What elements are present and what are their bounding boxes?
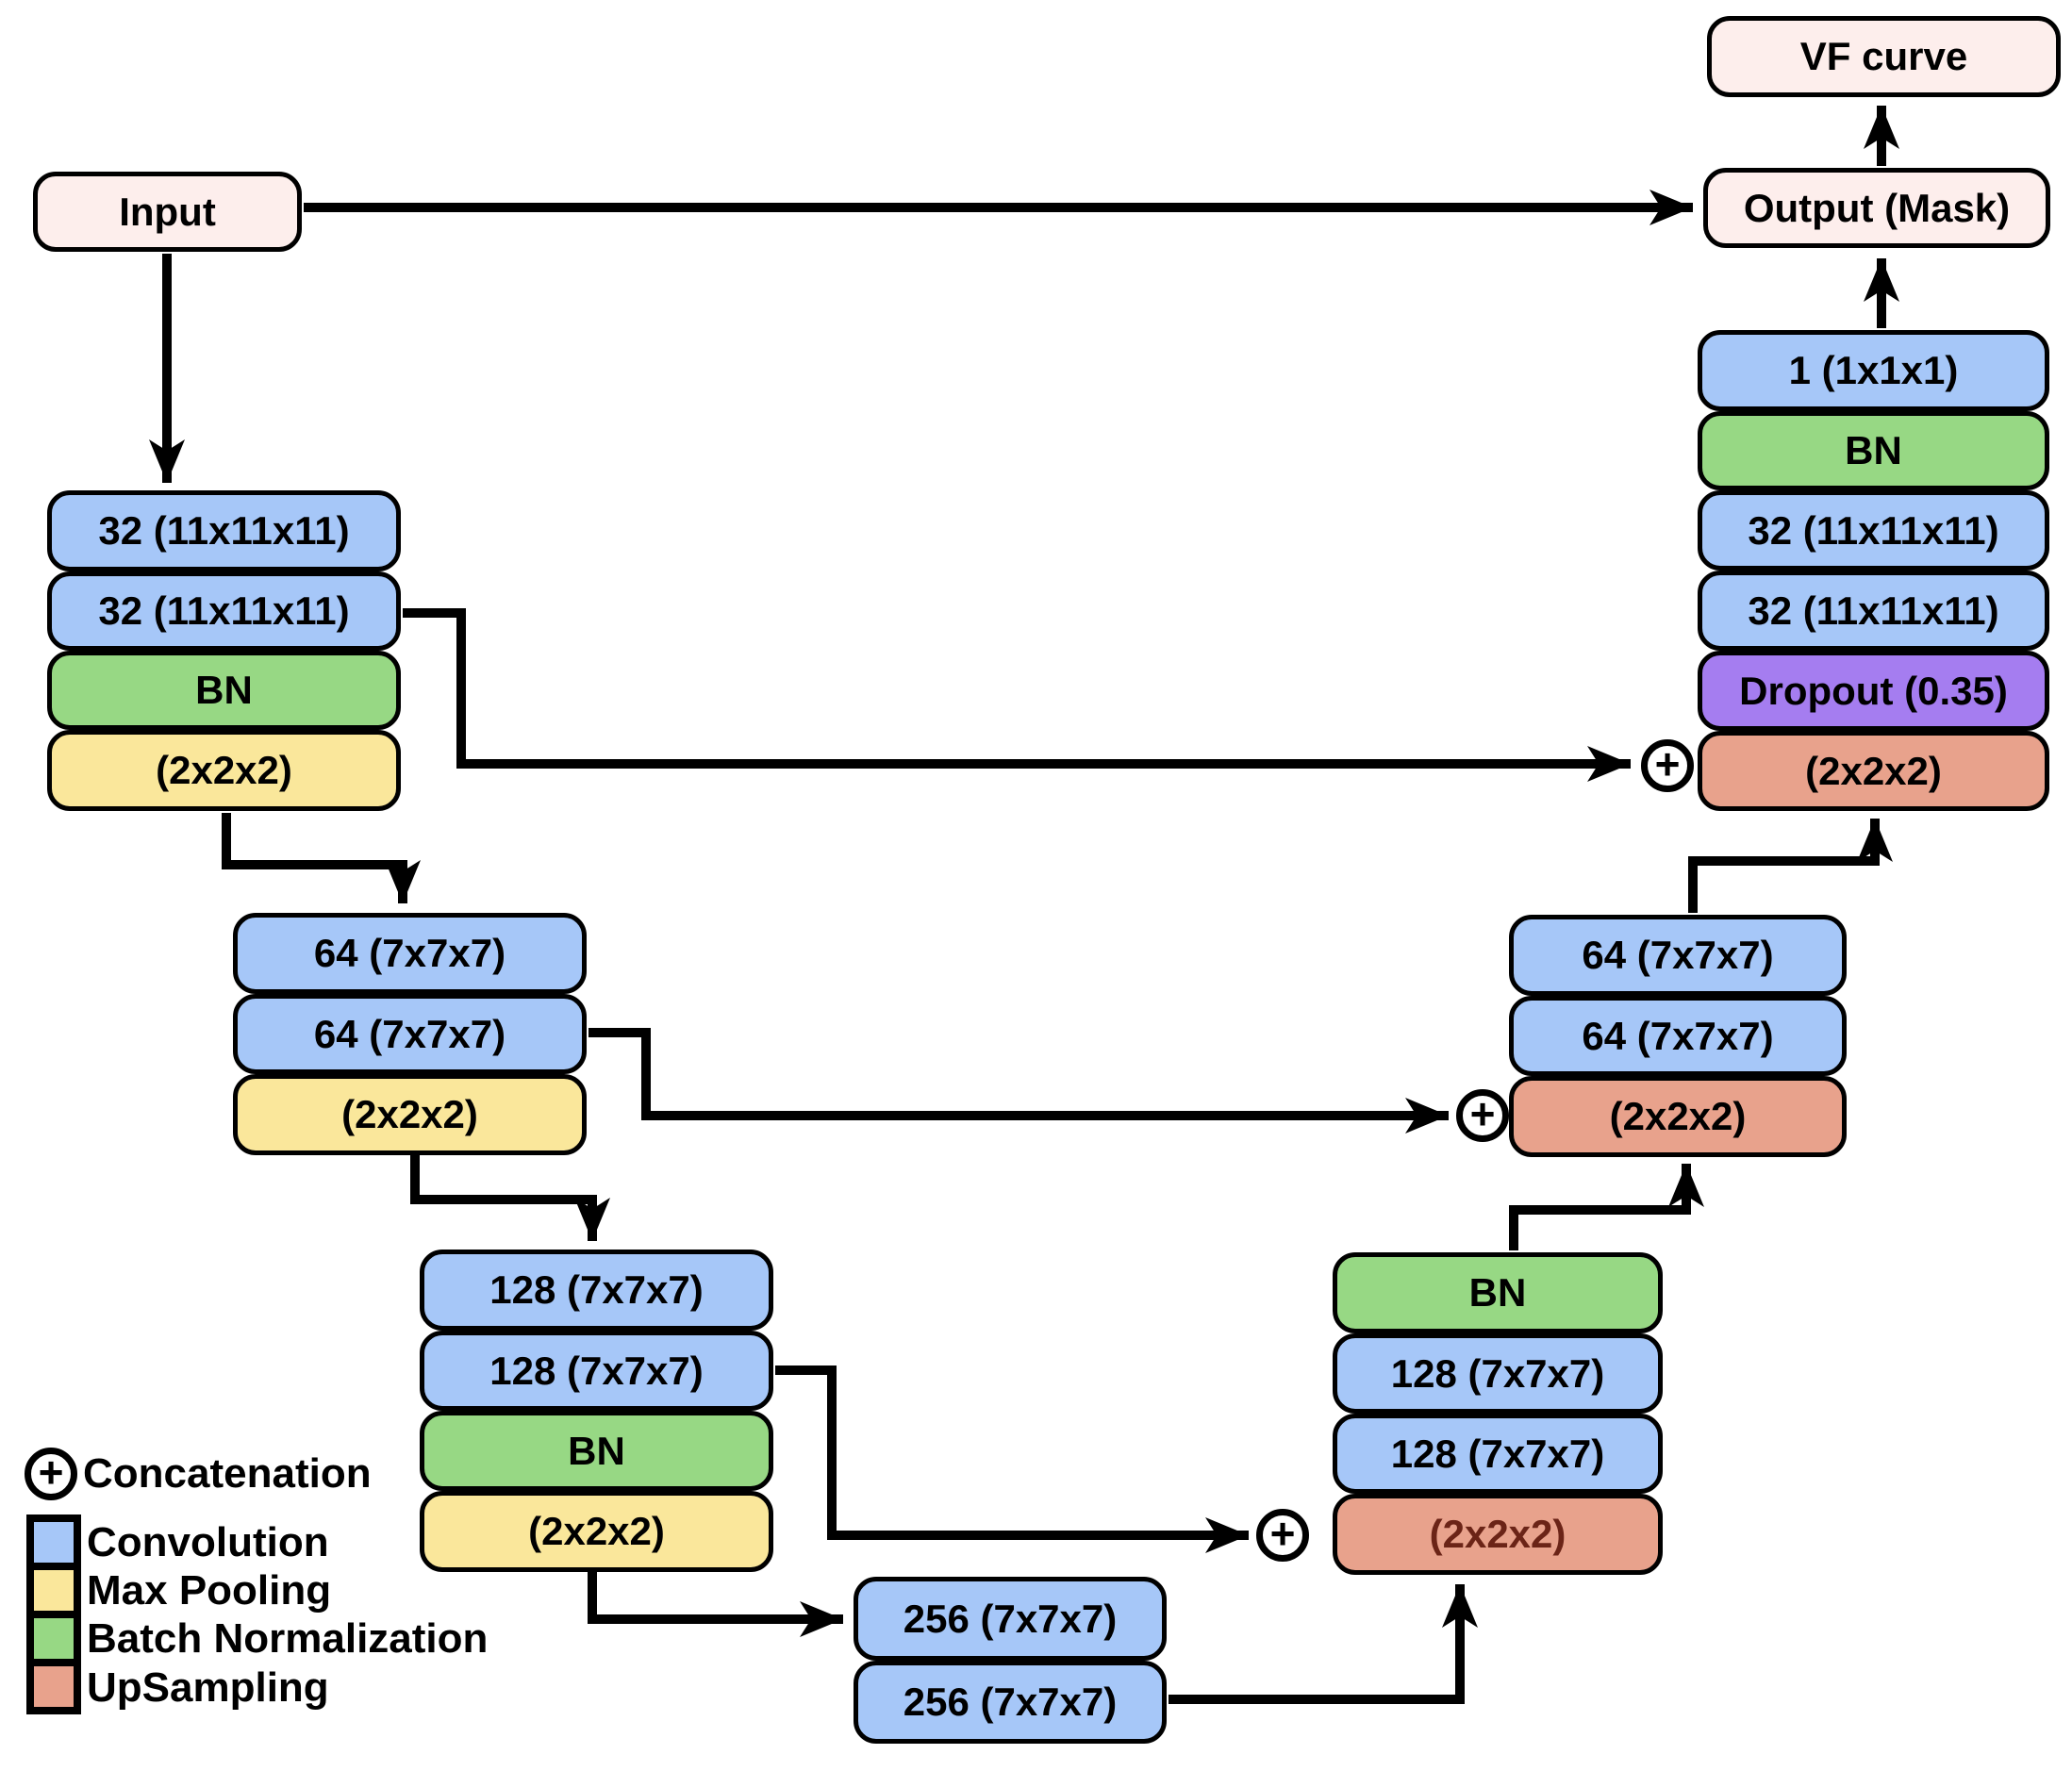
concat-icon-dec2: + (1456, 1089, 1509, 1142)
dec1-bn-box: BN (1698, 411, 2049, 490)
legend-concat-icon: + (25, 1448, 77, 1500)
dec2-conv1-box: 64 (7x7x7) (1509, 915, 1847, 996)
dec1-conv2-box: 32 (11x11x11) (1698, 571, 2049, 651)
enc2-conv1-box: 64 (7x7x7) (233, 913, 587, 994)
dec1-upsample-box: (2x2x2) (1698, 731, 2049, 811)
input-box: Input (33, 172, 302, 252)
dec1-conv1-box: 32 (11x11x11) (1698, 490, 2049, 571)
legend-convolution-swatch (34, 1522, 74, 1563)
bottleneck-conv2-box: 256 (7x7x7) (854, 1661, 1167, 1744)
arrow-enc1-to-enc2 (222, 813, 421, 903)
dec1-conv1x1-box: 1 (1x1x1) (1698, 330, 2049, 411)
concat-icon-dec1: + (1641, 739, 1694, 792)
arrow-enc3-to-bottleneck (588, 1572, 843, 1637)
legend-maxpooling-label: Max Pooling (87, 1567, 332, 1614)
legend-concatenation-label: Concatenation (83, 1450, 372, 1497)
dec3-upsample-box: (2x2x2) (1333, 1494, 1663, 1575)
enc1-conv1-box: 32 (11x11x11) (47, 490, 401, 571)
dec3-conv2-box: 128 (7x7x7) (1333, 1414, 1663, 1494)
enc3-conv2-box: 128 (7x7x7) (420, 1331, 773, 1411)
arrow-dec3-to-dec2 (1509, 1164, 1704, 1250)
legend-batchnorm-label: Batch Normalization (87, 1615, 489, 1662)
legend-upsampling-swatch (34, 1666, 74, 1707)
enc1-maxpool-box: (2x2x2) (47, 730, 401, 811)
arrow-bottleneck-to-dec3 (1169, 1584, 1478, 1704)
enc3-maxpool-box: (2x2x2) (420, 1491, 773, 1572)
skip-enc3-to-concat3 (775, 1365, 1249, 1553)
dec2-upsample-box: (2x2x2) (1509, 1076, 1847, 1157)
dec3-conv1-box: 128 (7x7x7) (1333, 1333, 1663, 1414)
legend-maxpooling-swatch (34, 1570, 74, 1611)
arrow-dec2-to-dec1 (1688, 819, 1893, 913)
skip-enc1-to-concat1 (403, 608, 1631, 782)
vf-curve-box: VF curve (1707, 16, 2061, 97)
enc1-conv2-box: 32 (11x11x11) (47, 571, 401, 651)
dec2-conv2-box: 64 (7x7x7) (1509, 996, 1847, 1076)
skip-enc2-to-concat2 (588, 1028, 1449, 1134)
legend-batchnorm-swatch (34, 1618, 74, 1659)
legend-upsampling-label: UpSampling (87, 1664, 329, 1711)
enc2-conv2-box: 64 (7x7x7) (233, 994, 587, 1074)
dec1-dropout-box: Dropout (0.35) (1698, 651, 2049, 731)
output-mask-box: Output (Mask) (1703, 168, 2050, 248)
enc1-bn-box: BN (47, 651, 401, 730)
enc3-bn-box: BN (420, 1411, 773, 1491)
legend-convolution-label: Convolution (87, 1519, 329, 1565)
enc2-maxpool-box: (2x2x2) (233, 1074, 587, 1155)
concat-icon-dec3: + (1256, 1509, 1309, 1562)
bottleneck-conv1-box: 256 (7x7x7) (854, 1577, 1167, 1661)
arrow-enc2-to-enc3 (410, 1155, 610, 1241)
dec3-bn-box: BN (1333, 1252, 1663, 1333)
enc3-conv1-box: 128 (7x7x7) (420, 1250, 773, 1331)
legend-color-key (26, 1514, 81, 1714)
